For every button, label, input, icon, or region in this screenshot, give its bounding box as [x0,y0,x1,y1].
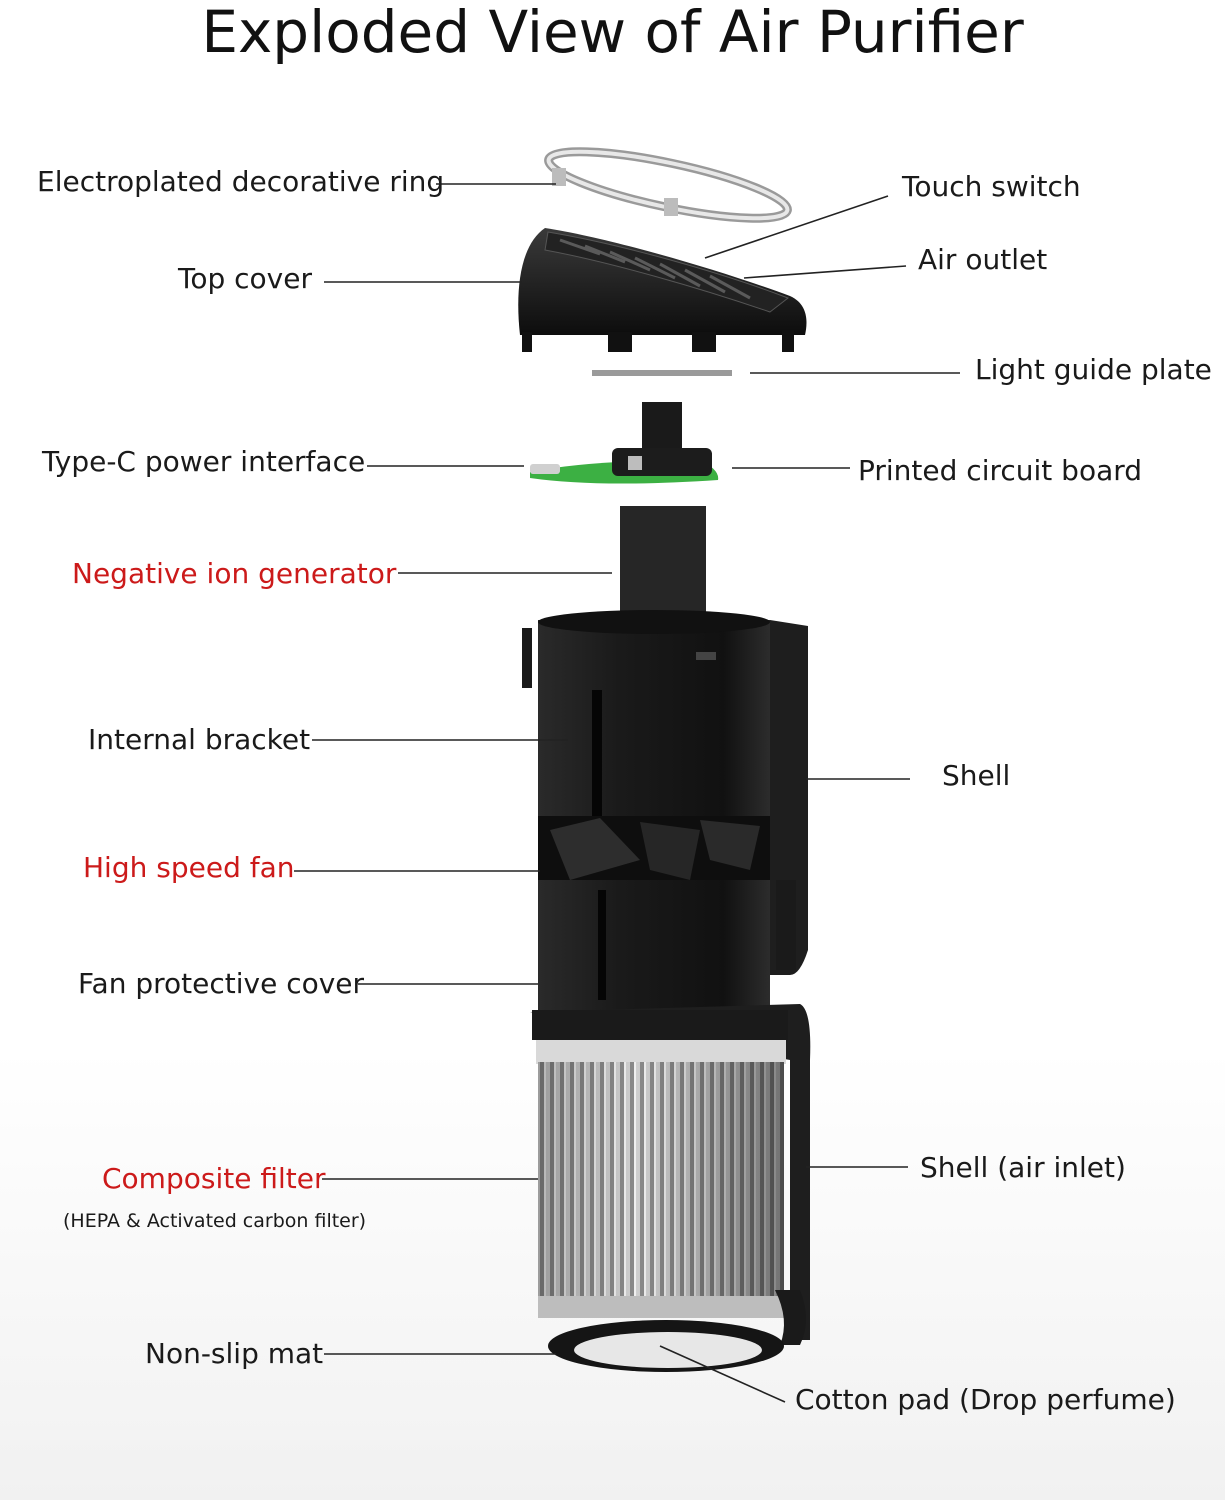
label-filter-note: (HEPA & Activated carbon filter) [63,1210,367,1232]
composite-filter [530,1004,811,1345]
light-guide-plate [592,370,732,376]
label-light-guide-plate: Light guide plate [975,353,1212,386]
fan-protective-cover [538,880,796,1010]
label-pcb: Printed circuit board [858,454,1143,487]
label-composite-filter: Composite filter [102,1162,326,1195]
internal-bracket [522,610,770,828]
non-slip-mat [548,1320,784,1372]
decorative-ring [544,147,792,223]
top-cover [518,228,807,352]
label-internal-bracket: Internal bracket [88,723,311,756]
label-ion-generator: Negative ion generator [72,557,397,590]
label-shell: Shell [942,759,1011,792]
label-non-slip-mat: Non-slip mat [145,1337,324,1370]
negative-ion-generator [620,506,706,618]
label-cotton-pad: Cotton pad (Drop perfume) [795,1383,1176,1416]
printed-circuit-board [530,402,719,484]
page-title: Exploded View of Air Purifier [201,0,1024,66]
label-touch-switch: Touch switch [902,170,1081,203]
high-speed-fan [538,816,770,888]
label-shell-inlet: Shell (air inlet) [920,1151,1126,1184]
label-high-speed-fan: High speed fan [83,851,295,884]
label-top-cover: Top cover [178,262,312,295]
label-decorative-ring: Electroplated decorative ring [37,165,445,198]
label-type-c-interface: Type-C power interface [42,445,366,478]
leader-lines [294,183,960,1403]
label-air-outlet: Air outlet [918,243,1048,276]
label-fan-cover: Fan protective cover [78,967,365,1000]
